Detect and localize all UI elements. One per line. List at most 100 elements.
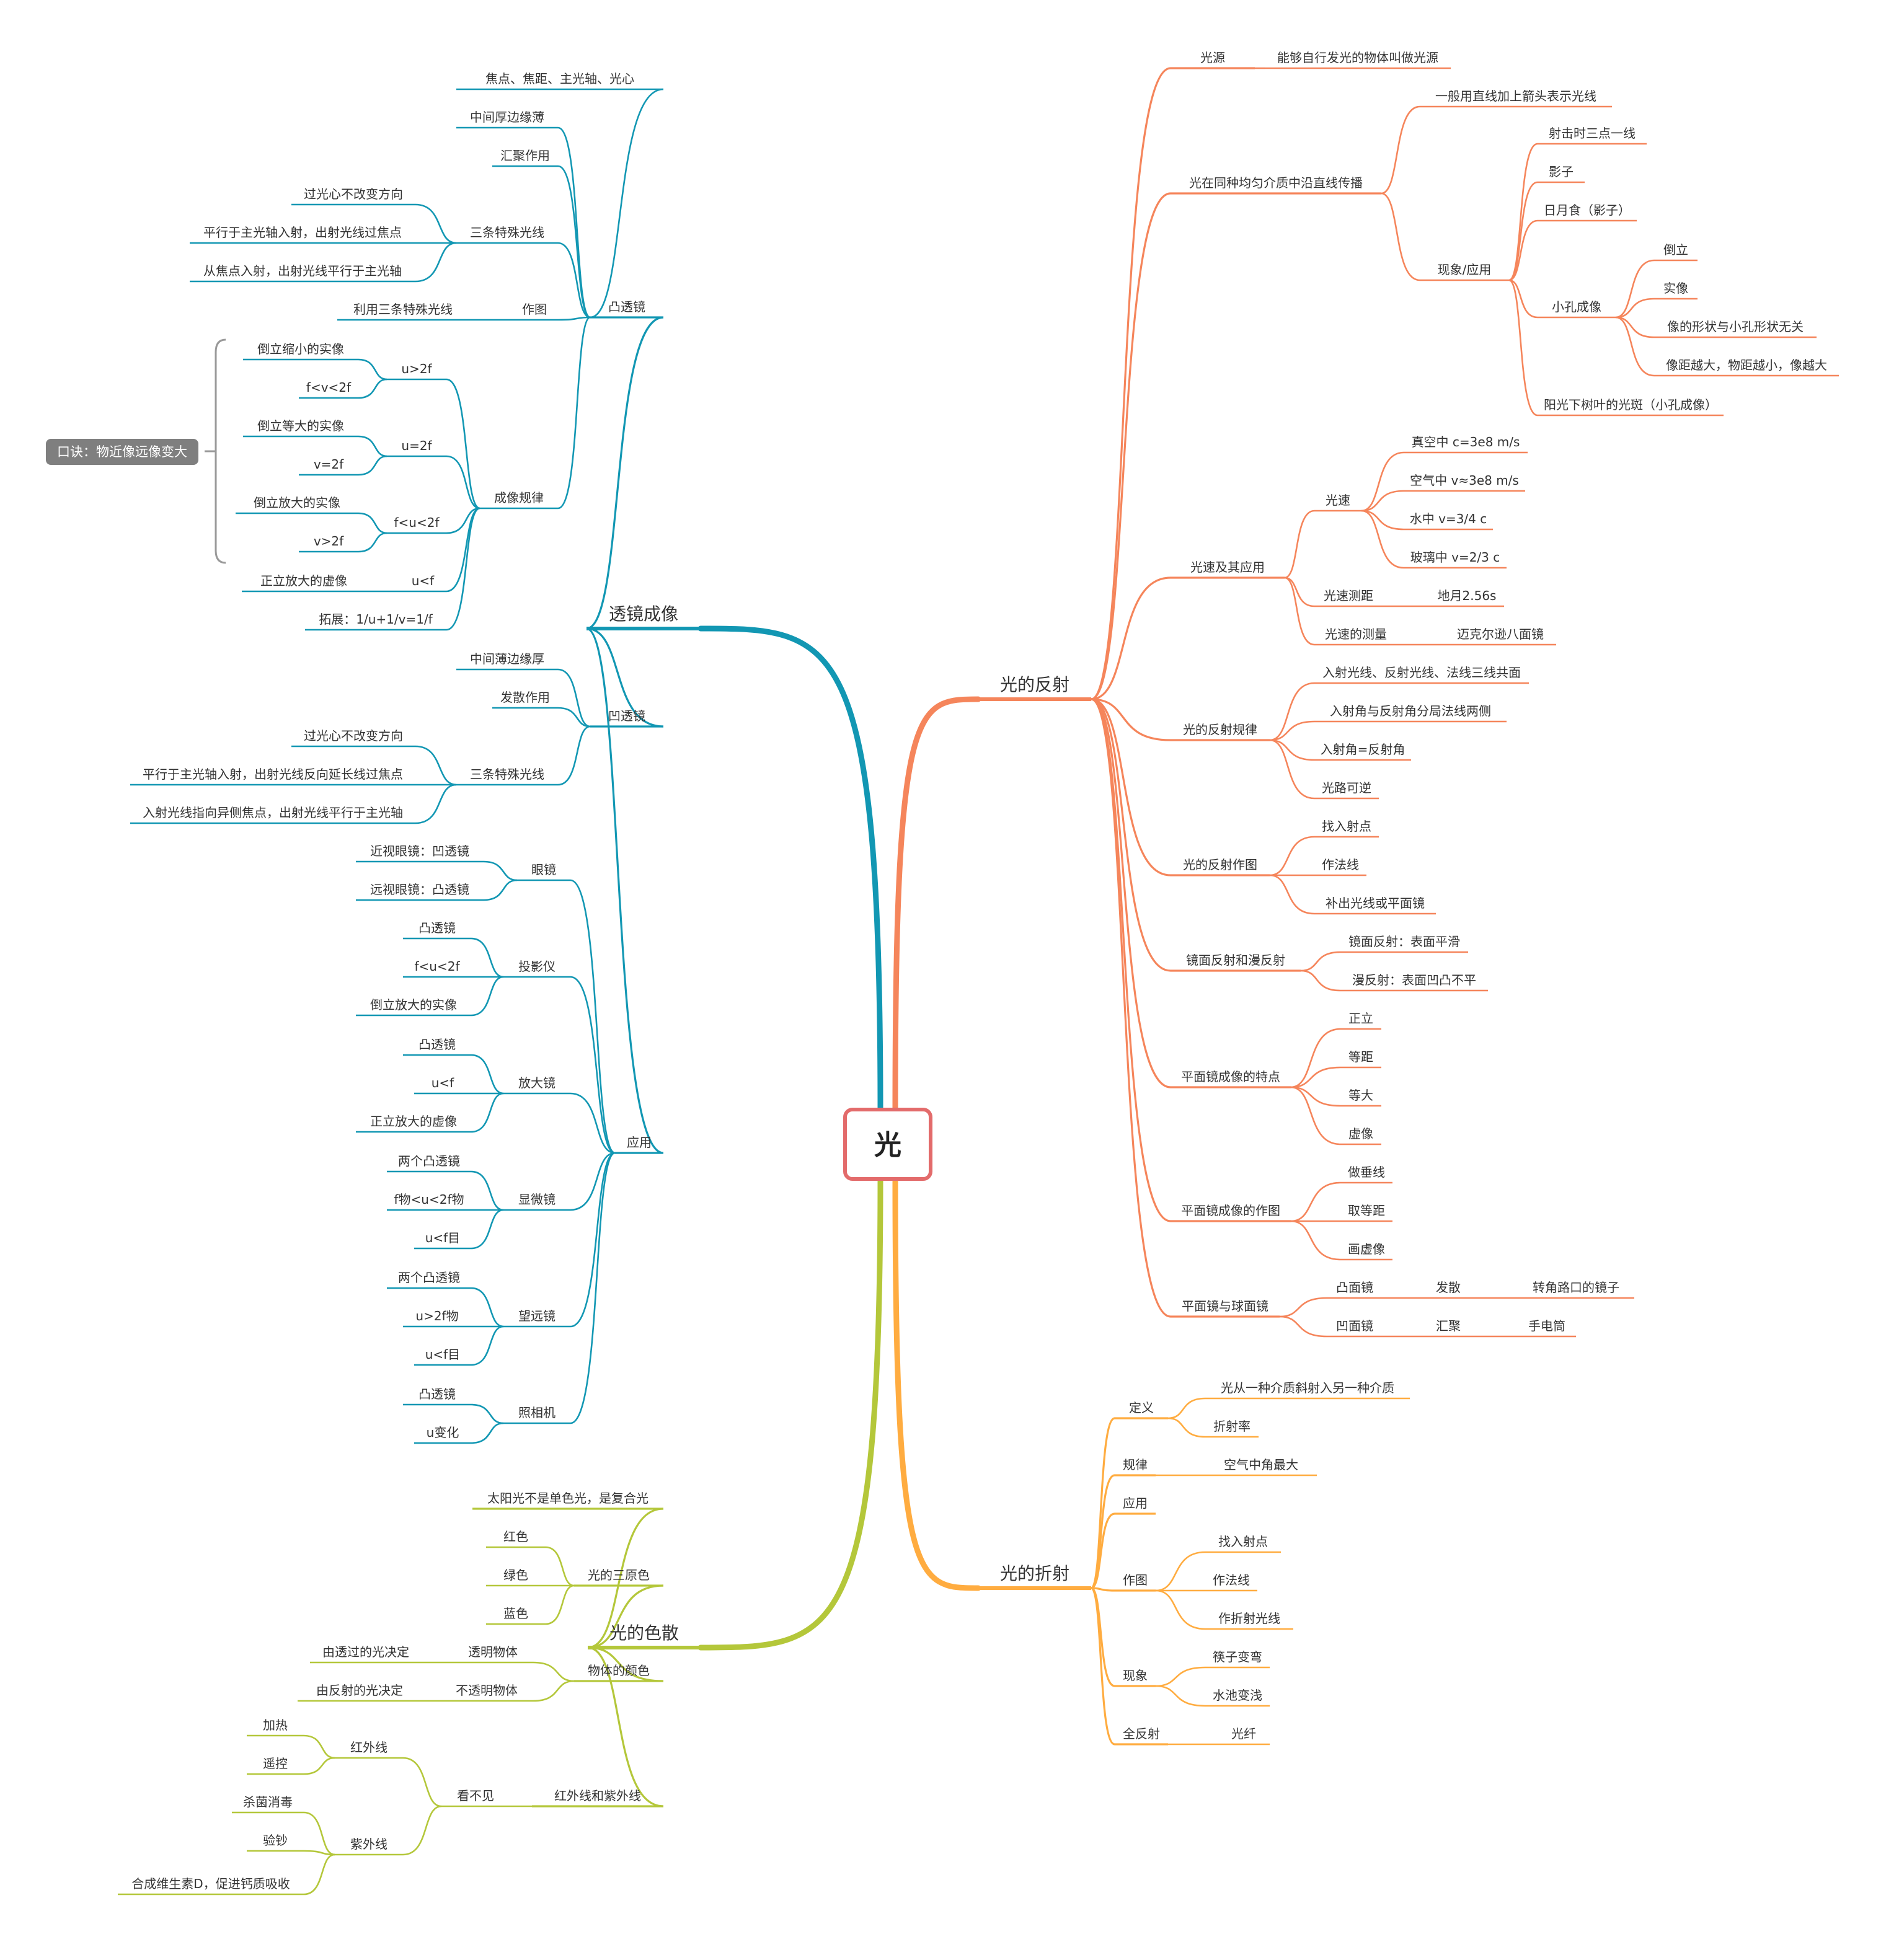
topic-node-l3e3[interactable]: u<f目	[425, 1347, 460, 1362]
topic-node-r2b4a[interactable]: 倒立	[1663, 242, 1688, 257]
topic-node-d4[interactable]: 红外线和紫外线	[554, 1788, 641, 1803]
topic-node-l1f1[interactable]: u>2f	[401, 361, 432, 376]
topic-node-l1d3[interactable]: 从焦点入射，出射光线平行于主光轴	[203, 263, 402, 278]
topic-node-r8b[interactable]: 取等距	[1348, 1203, 1385, 1218]
topic-node-r3a1[interactable]: 真空中 c=3e8 m/s	[1412, 435, 1520, 449]
topic-node-d[interactable]: 光的色散	[609, 1623, 679, 1643]
topic-node-l3f1[interactable]: 凸透镜	[418, 1387, 456, 1402]
topic-node-r6a[interactable]: 镜面反射：表面平滑	[1348, 934, 1460, 949]
mnemonic-callout[interactable]: 口诀：物近像远像变大	[46, 338, 226, 564]
topic-node-l3d3[interactable]: u<f目	[425, 1230, 460, 1245]
topic-node-l3c2[interactable]: u<f	[432, 1075, 454, 1090]
topic-node-d2a[interactable]: 红色	[503, 1529, 528, 1544]
topic-node-l1f2b[interactable]: v=2f	[314, 457, 344, 472]
topic-node-f4[interactable]: 作图	[1123, 1573, 1148, 1587]
topic-node-f5[interactable]: 现象	[1123, 1668, 1148, 1683]
topic-node-d3b[interactable]: 不透明物体	[456, 1683, 518, 1698]
topic-node-d1[interactable]: 太阳光不是单色光，是复合光	[487, 1491, 648, 1506]
topic-node-l1f1b[interactable]: f<v<2f	[306, 380, 352, 395]
topic-node-d4a2c[interactable]: 合成维生素D，促进钙质吸收	[131, 1876, 290, 1891]
topic-node-l3e2[interactable]: u>2f物	[415, 1309, 458, 1323]
topic-node-r3a4[interactable]: 玻璃中 v=2/3 c	[1410, 550, 1500, 565]
topic-node-r7c[interactable]: 等大	[1348, 1088, 1373, 1103]
topic-node-r8[interactable]: 平面镜成像的作图	[1181, 1203, 1280, 1218]
topic-node-r9b1[interactable]: 汇聚	[1436, 1318, 1461, 1333]
topic-node-l1a[interactable]: 焦点、焦距、主光轴、光心	[485, 71, 634, 86]
topic-node-l2c2[interactable]: 平行于主光轴入射，出射光线反向延长线过焦点	[143, 767, 403, 782]
topic-node-r7[interactable]: 平面镜成像的特点	[1181, 1069, 1280, 1084]
topic-node-r9[interactable]: 平面镜与球面镜	[1182, 1299, 1268, 1313]
topic-node-l1f5[interactable]: 拓展：1/u+1/v=1/f	[319, 612, 433, 627]
topic-node-r5[interactable]: 光的反射作图	[1183, 857, 1257, 872]
topic-node-r8c[interactable]: 画虚像	[1348, 1242, 1385, 1256]
topic-node-f6[interactable]: 全反射	[1123, 1726, 1160, 1741]
topic-node-r4a[interactable]: 入射光线、反射光线、法线三线共面	[1322, 665, 1521, 680]
topic-node-r2b4b[interactable]: 实像	[1663, 281, 1688, 296]
topic-node-r1a[interactable]: 能够自行发光的物体叫做光源	[1277, 50, 1438, 65]
topic-node-r2[interactable]: 光在同种均匀介质中沿直线传播	[1189, 175, 1363, 190]
topic-node-l3e[interactable]: 望远镜	[518, 1309, 556, 1323]
topic-node-r7a[interactable]: 正立	[1348, 1011, 1373, 1026]
topic-node-r3b[interactable]: 光速测距	[1324, 588, 1373, 603]
topic-node-r9a[interactable]: 凸面镜	[1336, 1280, 1373, 1295]
topic-node-l1f4a[interactable]: 正立放大的虚像	[260, 573, 347, 588]
topic-node-l1f2[interactable]: u=2f	[401, 438, 432, 453]
topic-node-l1e[interactable]: 作图	[522, 302, 547, 317]
topic-node-f1[interactable]: 定义	[1129, 1400, 1154, 1415]
topic-node-l1f4[interactable]: u<f	[412, 573, 435, 588]
topic-node-l1f3b[interactable]: v>2f	[314, 534, 344, 549]
topic-node-l2c1[interactable]: 过光心不改变方向	[304, 728, 403, 743]
topic-node-d4a2a[interactable]: 杀菌消毒	[243, 1794, 293, 1809]
topic-node-d4a2[interactable]: 紫外线	[350, 1837, 387, 1852]
topic-node-d2b[interactable]: 绿色	[503, 1568, 528, 1583]
topic-node-l2c3[interactable]: 入射光线指向异侧焦点，出射光线平行于主光轴	[143, 805, 403, 820]
topic-node-d2[interactable]: 光的三原色	[588, 1568, 650, 1583]
topic-node-l3c[interactable]: 放大镜	[518, 1075, 556, 1090]
topic-node-d4a[interactable]: 看不见	[457, 1788, 494, 1803]
topic-node-d4a1a[interactable]: 加热	[263, 1718, 288, 1733]
topic-node-r2b4[interactable]: 小孔成像	[1552, 299, 1601, 314]
topic-node-r9b2[interactable]: 手电筒	[1528, 1318, 1565, 1333]
topic-node-r5c[interactable]: 补出光线或平面镜	[1326, 896, 1425, 911]
topic-node-l1f3[interactable]: f<u<2f	[394, 515, 440, 530]
topic-node-r[interactable]: 光的反射	[1000, 674, 1069, 695]
topic-node-l1b[interactable]: 中间厚边缘薄	[470, 110, 544, 125]
topic-node-d2c[interactable]: 蓝色	[503, 1606, 528, 1621]
topic-node-l2b[interactable]: 发散作用	[500, 690, 550, 705]
topic-node-l3b[interactable]: 投影仪	[518, 959, 556, 974]
topic-node-l3d[interactable]: 显微镜	[518, 1192, 556, 1207]
topic-node-r2b[interactable]: 现象/应用	[1438, 262, 1492, 277]
topic-node-f5b[interactable]: 水池变浅	[1213, 1688, 1262, 1703]
topic-node-r5a[interactable]: 找入射点	[1322, 819, 1371, 834]
topic-node-r3a[interactable]: 光速	[1326, 493, 1350, 508]
topic-node-r7d[interactable]: 虚像	[1348, 1126, 1373, 1141]
central-topic[interactable]: 光	[843, 1108, 932, 1181]
topic-node-d3a1[interactable]: 由透过的光决定	[322, 1644, 409, 1659]
topic-node-d3a[interactable]: 透明物体	[468, 1644, 518, 1659]
topic-node-d3b1[interactable]: 由反射的光决定	[316, 1683, 403, 1698]
topic-node-r4c[interactable]: 入射角=反射角	[1321, 742, 1405, 757]
topic-node-l1[interactable]: 凸透镜	[608, 299, 645, 314]
topic-node-f1a[interactable]: 光从一种介质斜射入另一种介质	[1221, 1380, 1394, 1395]
topic-node-r2a[interactable]: 一般用直线加上箭头表示光线	[1435, 89, 1596, 104]
topic-node-r2b3[interactable]: 日月食（影子）	[1544, 203, 1631, 218]
topic-node-l[interactable]: 透镜成像	[609, 604, 678, 624]
topic-node-l3b1[interactable]: 凸透镜	[418, 920, 456, 935]
topic-node-l1e1[interactable]: 利用三条特殊光线	[353, 302, 453, 317]
topic-node-l2a[interactable]: 中间薄边缘厚	[470, 651, 544, 666]
topic-node-l3a1[interactable]: 近视眼镜：凹透镜	[370, 844, 469, 859]
topic-node-d3[interactable]: 物体的颜色	[588, 1663, 650, 1678]
topic-node-l3a2[interactable]: 远视眼镜：凸透镜	[370, 882, 469, 897]
topic-node-l3d1[interactable]: 两个凸透镜	[398, 1154, 460, 1168]
topic-node-r2b2[interactable]: 影子	[1549, 164, 1574, 179]
topic-node-l3c3[interactable]: 正立放大的虚像	[370, 1114, 457, 1129]
topic-node-l1d[interactable]: 三条特殊光线	[470, 225, 544, 240]
topic-node-r8a[interactable]: 做垂线	[1348, 1165, 1385, 1180]
topic-node-d4a2b[interactable]: 验钞	[263, 1833, 288, 1848]
topic-node-r3c[interactable]: 光速的测量	[1325, 627, 1387, 642]
topic-node-f2a[interactable]: 空气中角最大	[1224, 1457, 1298, 1472]
topic-node-r4b[interactable]: 入射角与反射角分局法线两侧	[1330, 704, 1491, 718]
topic-node-d4a1[interactable]: 红外线	[350, 1740, 387, 1755]
topic-node-f5a[interactable]: 筷子变弯	[1213, 1649, 1262, 1664]
topic-node-f1b[interactable]: 折射率	[1213, 1419, 1251, 1434]
